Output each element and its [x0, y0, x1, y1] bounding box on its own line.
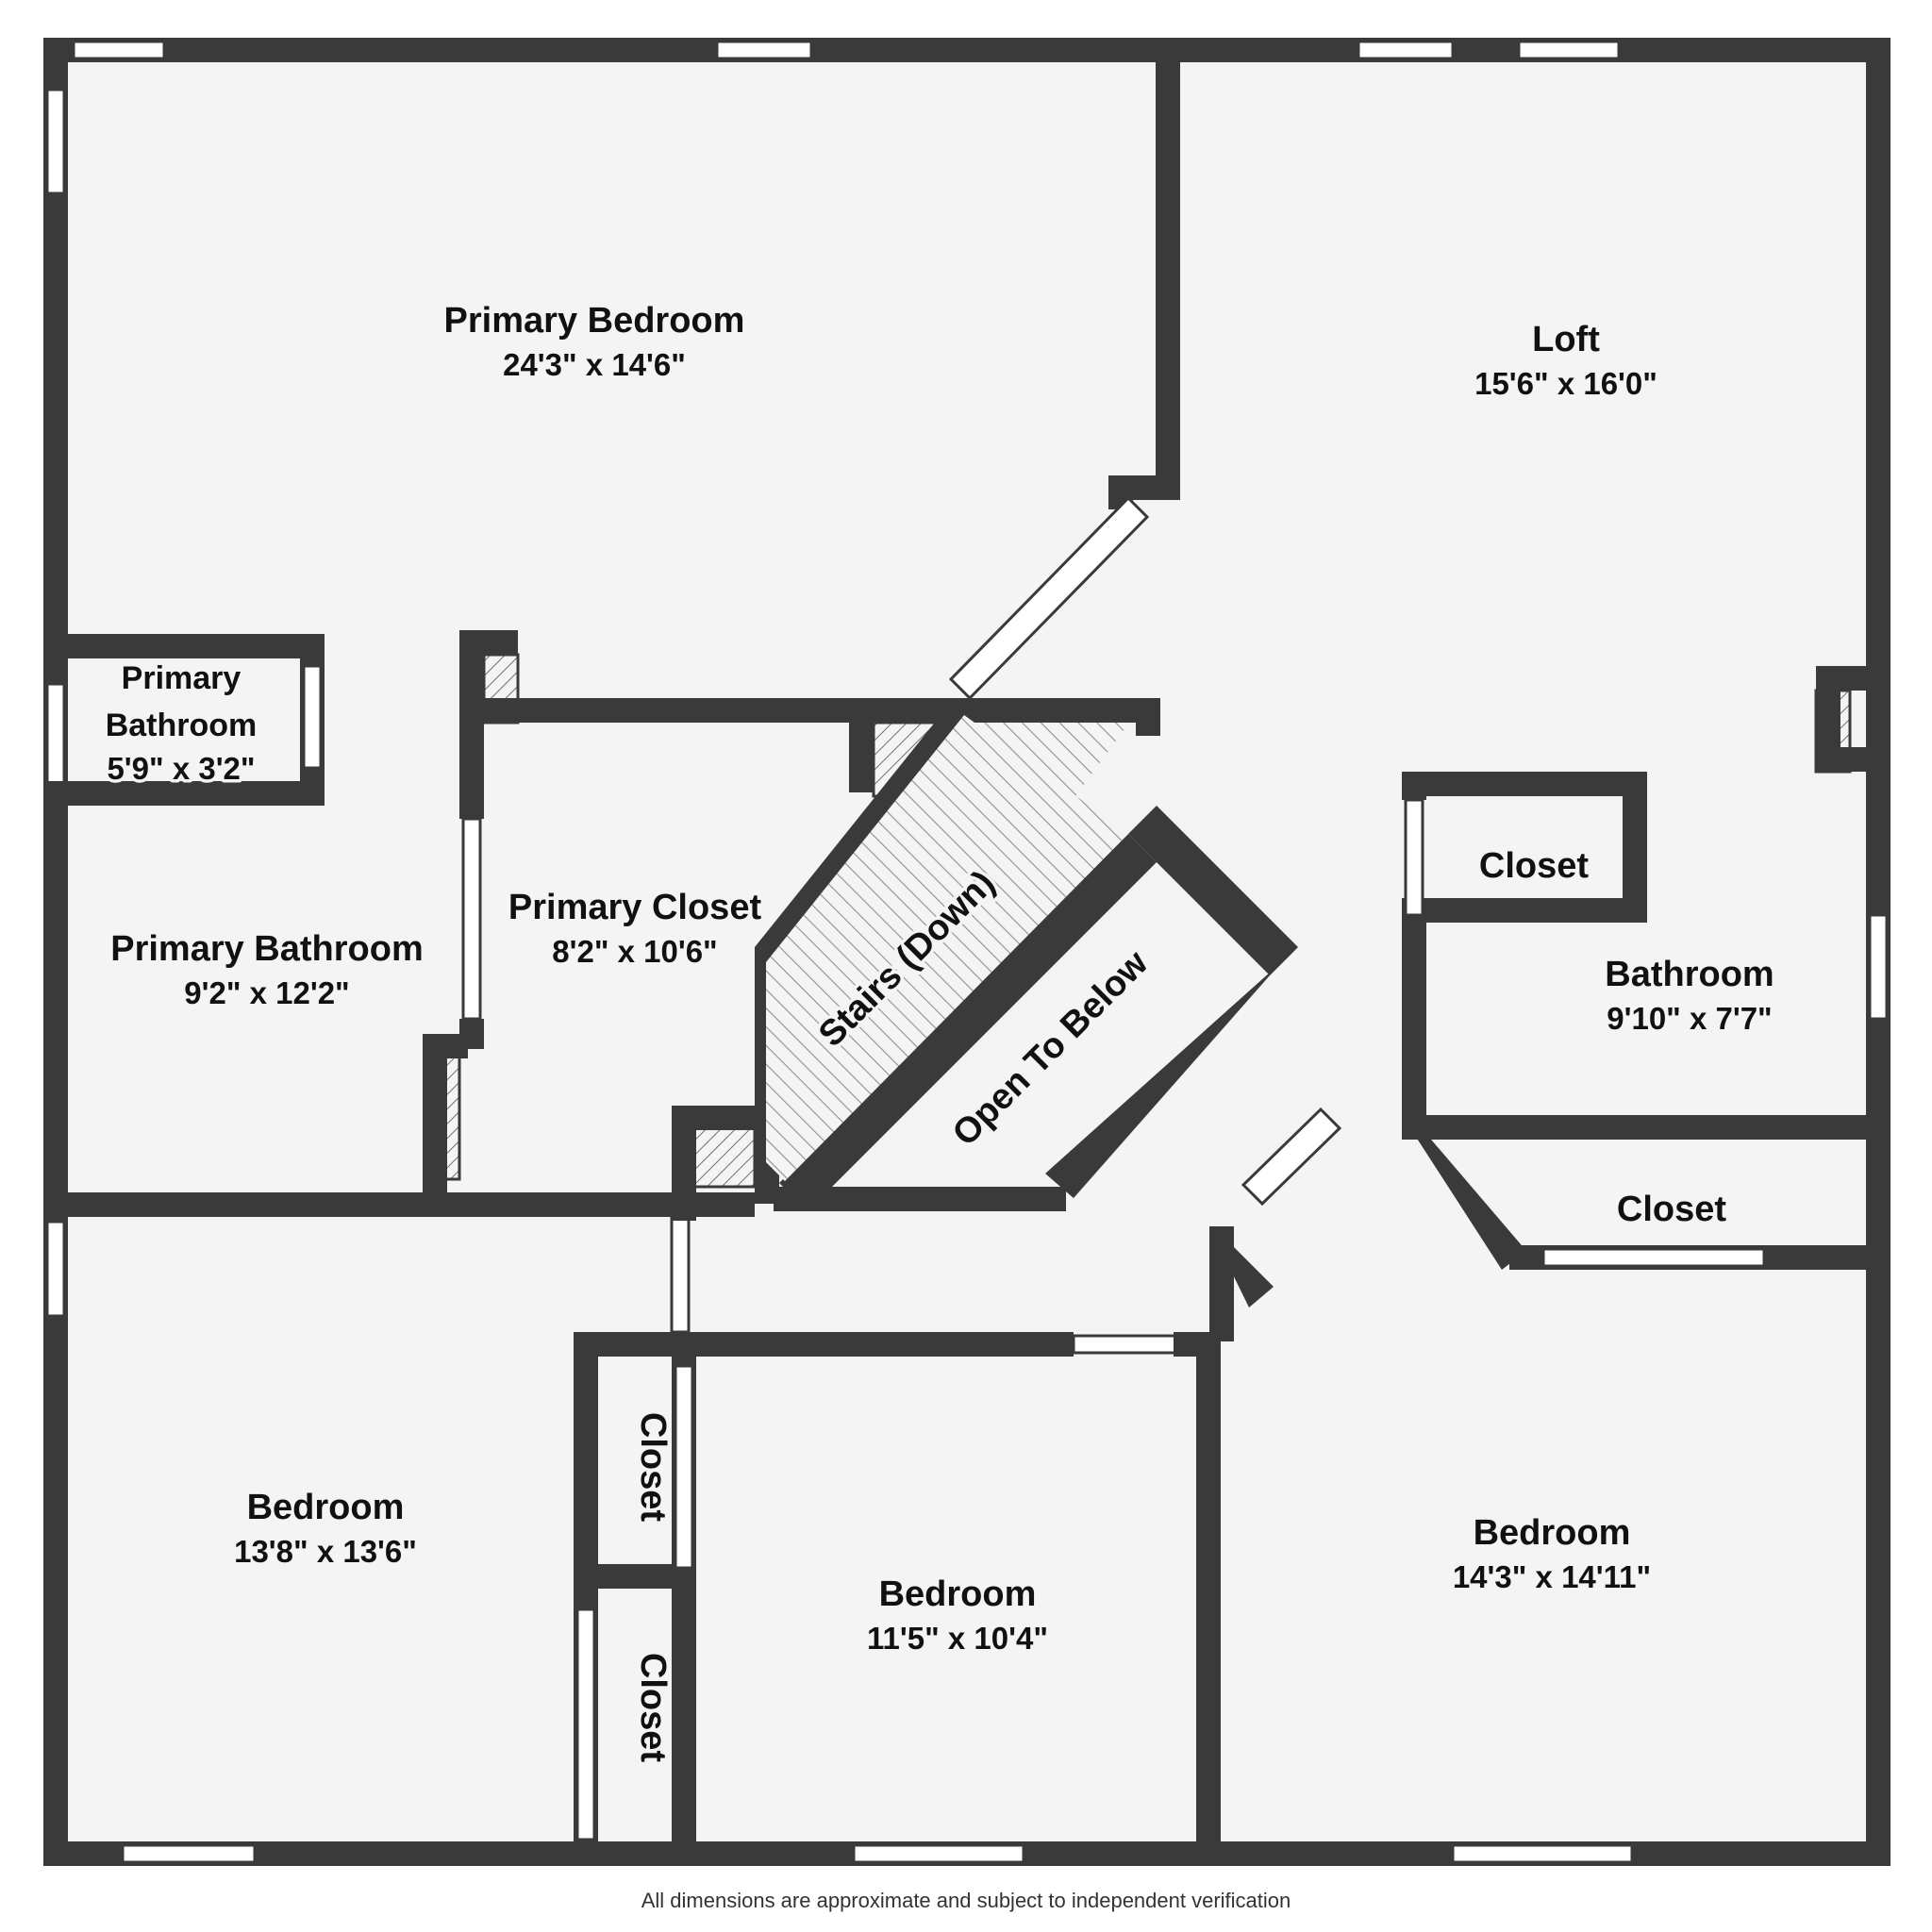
label-closet-center-upper: Closet [633, 1412, 673, 1522]
dim-bedroom-right: 14'3" x 14'11" [1453, 1559, 1651, 1594]
wall-stair-header [943, 698, 1160, 723]
wall-mid-right-bedroom [1196, 1332, 1221, 1866]
footer-disclaimer: All dimensions are approximate and subje… [641, 1889, 1291, 1912]
label-primary-bathroom-wc-line1: Primary [122, 660, 242, 696]
windows-top [74, 42, 1619, 58]
wall-closet-ur-top [1402, 772, 1647, 796]
door-closet-mr-frame [1541, 1247, 1766, 1268]
wall-right-jog-bot [1816, 747, 1890, 772]
label-bedroom-right: Bedroom [1474, 1513, 1631, 1553]
wall-closet-ur-right [1623, 772, 1647, 923]
wall-closet-ur-left2 [1402, 915, 1426, 924]
dim-bedroom-left: 13'8" x 13'6" [234, 1534, 417, 1569]
wall-bedroom-mid-top2 [1174, 1332, 1208, 1357]
wall-closet-ur-bottom [1402, 898, 1647, 923]
wall-bathroom-bottom [1402, 1115, 1890, 1140]
window-frames-bottom [121, 1843, 1634, 1864]
dim-primary-bedroom: 24'3" x 14'6" [503, 347, 686, 382]
label-primary-bedroom: Primary Bedroom [444, 301, 745, 341]
exterior-wall-left [43, 38, 68, 1866]
wall-otb-bottom [774, 1187, 1066, 1211]
wall-center-closet-left [574, 1332, 598, 1589]
label-bedroom-left: Bedroom [247, 1488, 405, 1527]
wall-closet-ur-left [1402, 772, 1426, 800]
open-to-below-area [788, 838, 1268, 1203]
door-center-closet-lower-frame [575, 1607, 596, 1841]
wall-mid-spine-left [43, 1192, 755, 1217]
wall-primary-closet-top [459, 698, 856, 723]
dim-primary-closet: 8'2" x 10'6" [552, 934, 717, 969]
label-bathroom: Bathroom [1605, 955, 1774, 994]
wall-diag-bath-to-bed [1402, 1115, 1526, 1270]
wall-otb-se-diag [1045, 947, 1298, 1198]
label-primary-bathroom-wc-line2: Bathroom [106, 708, 258, 743]
wall-wc-bottom [43, 781, 325, 806]
door-center-closet-upper [675, 1366, 692, 1568]
label-loft: Loft [1532, 320, 1600, 359]
dim-bedroom-middle: 11'5" x 10'4" [867, 1621, 1048, 1656]
window-frames-top [72, 40, 1621, 60]
door-wc-frame [302, 664, 323, 770]
wall-bedroom-mid-top [574, 1332, 1074, 1357]
wall-center-closet-right2 [672, 1589, 696, 1866]
label-closet-center-lower: Closet [633, 1653, 673, 1762]
dim-primary-bathroom-wc: 5'9" x 3'2" [107, 751, 255, 786]
door-closet-ur [1406, 800, 1423, 915]
wall-bedroom-loft-divider [1156, 38, 1180, 500]
wall-hall-v-stub [672, 1192, 696, 1221]
door-diag-landing [1241, 1107, 1342, 1207]
window-frames-right [1868, 913, 1889, 1021]
wall-primary-closet-right [849, 698, 874, 792]
door-bedroom-mid [1074, 1336, 1196, 1353]
windows-left [47, 90, 64, 1316]
wall-stair-headerv [1136, 698, 1160, 736]
door-closet-mr [1543, 1249, 1764, 1266]
windows-right [1870, 915, 1887, 1019]
label-closet-upper-right: Closet [1479, 846, 1589, 886]
label-primary-closet: Primary Closet [508, 888, 762, 927]
wall-primary-bedroom-bottom-left [43, 634, 325, 658]
dim-bathroom: 9'10" x 7'7" [1607, 1001, 1772, 1036]
wall-bathroom-left [1402, 923, 1426, 1140]
door-primary-closet [463, 819, 480, 1019]
wall-primary-closet-left-upper [459, 698, 484, 819]
label-closet-mid-right: Closet [1617, 1190, 1726, 1229]
label-bedroom-middle: Bedroom [879, 1574, 1037, 1614]
dim-primary-bathroom: 9'2" x 12'2" [184, 975, 349, 1010]
wall-otb-ne-diag [1128, 806, 1298, 975]
windows-bottom [123, 1845, 1632, 1862]
wall-stub-left-mid-line [423, 1034, 447, 1206]
door-center-closet-lower [577, 1609, 594, 1840]
door-center-closet-upper-frame [674, 1364, 694, 1570]
door-wc [304, 666, 321, 768]
label-primary-bathroom: Primary Bathroom [110, 929, 424, 969]
dim-loft: 15'6" x 16'0" [1474, 366, 1657, 401]
door-hall-vertical [672, 1217, 689, 1332]
wall-stair-divider [779, 834, 1157, 1211]
